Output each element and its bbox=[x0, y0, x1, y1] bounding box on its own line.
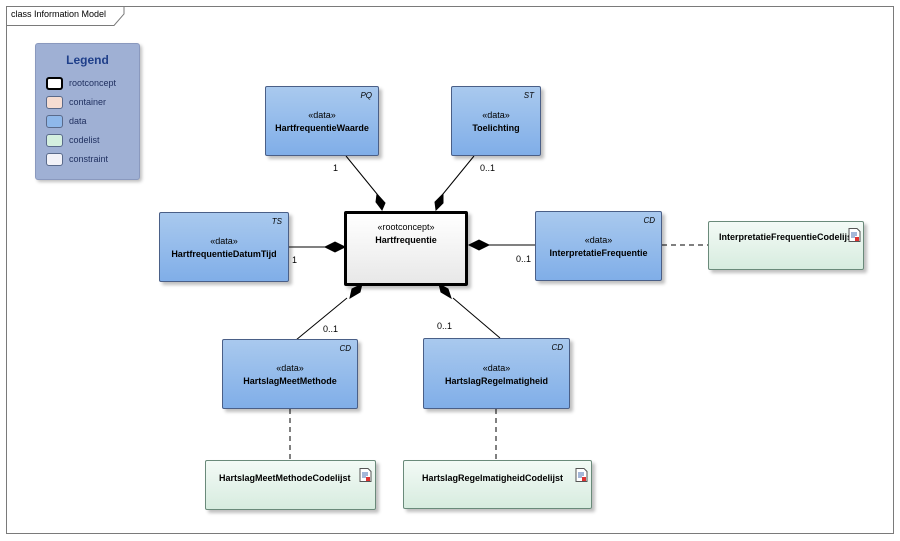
root-name: Hartfrequentie bbox=[375, 235, 437, 245]
data-node-toelichting[interactable]: ST «data» Toelichting bbox=[451, 86, 541, 156]
legend-label: rootconcept bbox=[69, 78, 117, 88]
type-tag: CD bbox=[339, 344, 351, 353]
multiplicity-waarde: 1 bbox=[333, 163, 339, 173]
document-icon bbox=[359, 468, 372, 482]
node-stereotype: «data» bbox=[276, 363, 304, 373]
legend-label: container bbox=[69, 97, 107, 107]
composition-diamond-toelichting bbox=[434, 192, 444, 212]
node-stereotype: «data» bbox=[308, 110, 336, 120]
document-icon bbox=[575, 468, 588, 482]
node-name: HartfrequentieDatumTijd bbox=[171, 249, 277, 259]
legend-swatch bbox=[46, 115, 63, 128]
multiplicity-regelmatigheid: 0..1 bbox=[437, 321, 453, 331]
legend-title: Legend bbox=[66, 53, 109, 67]
codelist-interpretatiefrequentiecodelijst[interactable]: InterpretatieFrequentieCodelijst bbox=[708, 221, 864, 270]
composition-diamond-datumtijd bbox=[323, 241, 347, 253]
data-node-hartslagregelmatigheid[interactable]: CD «data» HartslagRegelmatigheid bbox=[423, 338, 570, 409]
multiplicity-interpretatie: 0..1 bbox=[516, 254, 532, 264]
multiplicity-meetmethode: 0..1 bbox=[323, 324, 339, 334]
codelist-hartslagregelmatigheidcodelijst[interactable]: HartslagRegelmatigheidCodelijst bbox=[403, 460, 592, 509]
node-stereotype: «data» bbox=[210, 236, 238, 246]
edge-regelmatigheid bbox=[452, 297, 501, 339]
composition-diamond-interpretatie bbox=[467, 239, 491, 251]
codelist-name: HartslagMeetMethodeCodelijst bbox=[219, 473, 351, 483]
data-node-interpretatiefrequentie[interactable]: CD «data» InterpretatieFrequentie bbox=[535, 211, 662, 281]
codelist-name: InterpretatieFrequentieCodelijst bbox=[719, 232, 856, 242]
data-node-hartfrequentiewaarde[interactable]: PQ «data» HartfrequentieWaarde bbox=[265, 86, 379, 156]
legend-label: constraint bbox=[69, 154, 109, 164]
composition-diamond-waarde bbox=[375, 192, 386, 211]
node-name: HartslagRegelmatigheid bbox=[444, 376, 549, 386]
legend-label: data bbox=[69, 116, 87, 126]
codelist-hartslagmeetmethodecodelijst[interactable]: HartslagMeetMethodeCodelijst bbox=[205, 460, 376, 510]
legend-label: codelist bbox=[69, 135, 100, 145]
edge-toelichting bbox=[442, 155, 475, 195]
node-name: HartslagMeetMethode bbox=[243, 376, 337, 386]
type-tag: CD bbox=[643, 216, 655, 225]
data-node-hartfrequentiedatumtijd[interactable]: TS «data» HartfrequentieDatumTijd bbox=[159, 212, 289, 282]
composition-diamond-meetmethode bbox=[349, 283, 363, 300]
type-tag: CD bbox=[551, 343, 563, 352]
composition-diamond-regelmatigheid bbox=[438, 283, 452, 300]
edge-waarde bbox=[345, 155, 378, 195]
node-stereotype: «data» bbox=[482, 110, 510, 120]
codelist-name: HartslagRegelmatigheidCodelijst bbox=[422, 473, 564, 483]
legend: Legend rootconcept container data codeli… bbox=[35, 43, 140, 180]
root-stereotype: «rootconcept» bbox=[377, 222, 435, 232]
legend-swatch bbox=[46, 96, 63, 109]
multiplicity-datumtijd: 1 bbox=[292, 255, 298, 265]
edge-meetmethode bbox=[295, 297, 348, 341]
legend-swatch bbox=[46, 77, 63, 90]
root-node-hartfrequentie[interactable]: «rootconcept» Hartfrequentie bbox=[344, 211, 468, 286]
data-node-hartslagmeetmethode[interactable]: CD «data» HartslagMeetMethode bbox=[222, 339, 358, 409]
type-tag: ST bbox=[523, 91, 534, 100]
node-stereotype: «data» bbox=[482, 363, 511, 373]
node-name: Toelichting bbox=[472, 123, 520, 133]
multiplicity-toelichting: 0..1 bbox=[480, 163, 496, 173]
type-tag: TS bbox=[271, 217, 282, 226]
frame-title: class Information Model bbox=[11, 9, 107, 19]
node-name: HartfrequentieWaarde bbox=[275, 123, 369, 133]
legend-swatch bbox=[46, 134, 63, 147]
type-tag: PQ bbox=[360, 91, 372, 100]
frame-title-tab bbox=[6, 6, 126, 26]
document-icon bbox=[848, 228, 861, 242]
node-name: InterpretatieFrequentie bbox=[549, 248, 648, 258]
node-stereotype: «data» bbox=[584, 235, 613, 245]
legend-swatch bbox=[46, 153, 63, 166]
